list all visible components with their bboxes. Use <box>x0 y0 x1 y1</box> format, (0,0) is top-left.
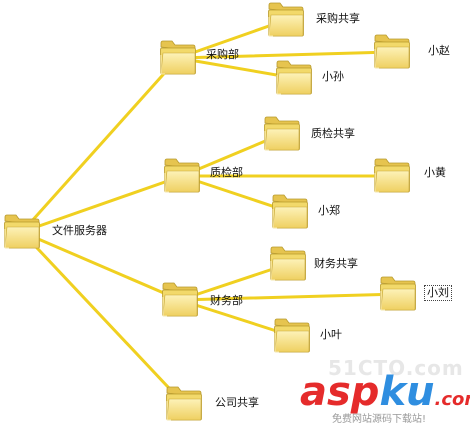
leaf-label: 财务共享 <box>314 257 358 270</box>
leaf-label: 小黄 <box>424 166 446 179</box>
root-label: 文件服务器 <box>52 224 107 237</box>
watermark-brand-c: .com <box>434 389 470 410</box>
watermark-tagline: 免费网站源码下载站! <box>332 414 427 425</box>
folder-icon[interactable] <box>166 386 202 421</box>
dept-label-finance: 财务部 <box>210 294 243 307</box>
folder-icon[interactable] <box>374 158 410 193</box>
folder-icon[interactable] <box>162 282 198 317</box>
connector-line <box>176 50 394 60</box>
connector-line <box>178 262 290 302</box>
folder-icon[interactable] <box>276 60 312 95</box>
leaf-label: 小孙 <box>322 70 344 83</box>
leaf-label-selected: 小刘 <box>424 285 452 301</box>
leaf-label: 质检共享 <box>311 127 355 140</box>
connector-line <box>20 230 182 302</box>
connector-line <box>20 56 180 234</box>
dept-label-qc: 质检部 <box>210 166 243 179</box>
dept-label-purchase: 采购部 <box>206 48 239 61</box>
folder-icon[interactable] <box>4 214 40 249</box>
connector-line <box>178 292 400 302</box>
folder-icon[interactable] <box>268 2 304 37</box>
folder-icon[interactable] <box>164 158 200 193</box>
folder-icon[interactable] <box>272 194 308 229</box>
watermark-domain: 51CTO.com <box>328 356 464 380</box>
folder-icon[interactable] <box>380 276 416 311</box>
leaf-label: 小赵 <box>428 44 450 57</box>
folder-icon[interactable] <box>270 246 306 281</box>
watermark-brand-b: ku <box>379 369 435 415</box>
folder-icon[interactable] <box>274 318 310 353</box>
shared-label: 公司共享 <box>215 396 259 409</box>
folder-icon[interactable] <box>160 40 196 75</box>
leaf-label: 小郑 <box>318 204 340 217</box>
leaf-label: 小叶 <box>320 328 342 341</box>
connector-line <box>176 18 288 60</box>
leaf-label: 采购共享 <box>316 12 360 25</box>
connector-line <box>20 230 186 406</box>
folder-icon[interactable] <box>374 34 410 69</box>
connector-line <box>180 174 292 214</box>
watermark-brand-a: asp <box>300 369 380 415</box>
folder-icon[interactable] <box>264 116 300 151</box>
connector-line <box>176 56 296 80</box>
connector-line <box>178 298 294 338</box>
connector-line <box>20 174 184 234</box>
watermark-brand: aspku.com <box>300 372 470 420</box>
